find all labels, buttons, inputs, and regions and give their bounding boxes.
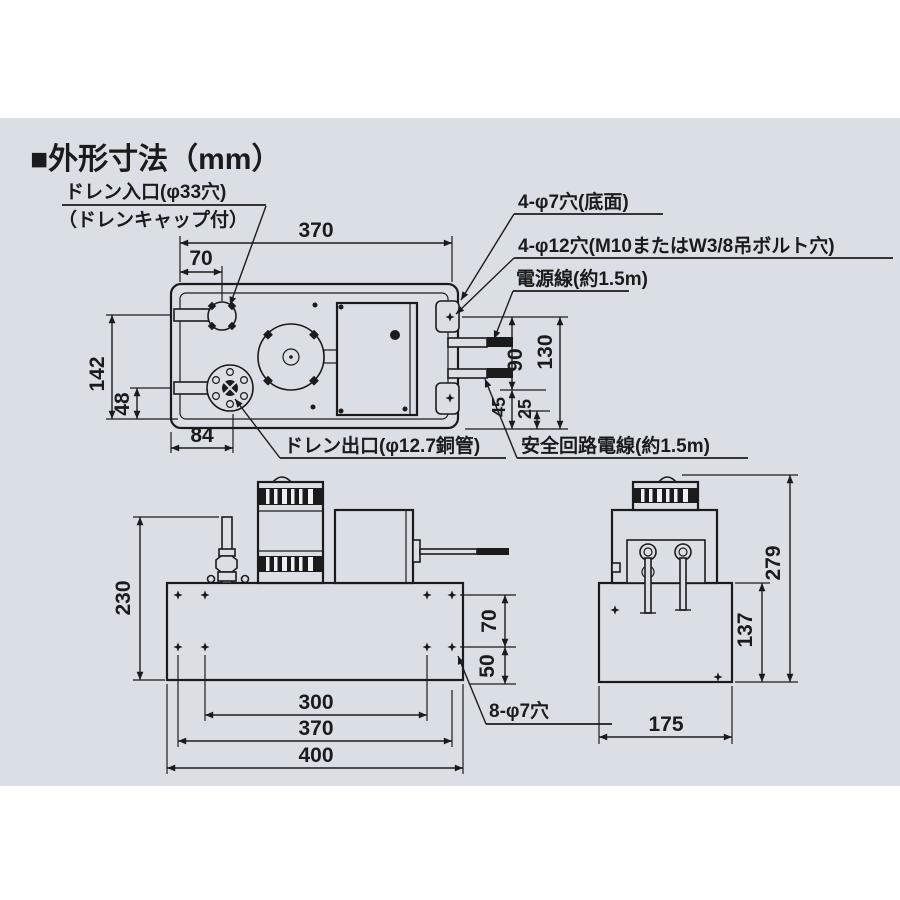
drain-inlet-label-1: ドレン入口(φ33穴): [65, 180, 226, 203]
dim-370-top: 370: [298, 219, 333, 242]
callout-drain-outlet: ドレン出口(φ12.7銅管): [234, 398, 506, 459]
dim-279: 279: [762, 545, 785, 580]
bottom-holes-label: 4-φ7穴(底面): [518, 190, 629, 213]
dimensions-top: 370 70 142 48 84 90 130 45 25: [86, 219, 568, 453]
motor-front: [256, 476, 325, 585]
pump-head-side: [610, 508, 719, 585]
control-box-top: [335, 301, 419, 417]
pump-top: [257, 323, 325, 391]
dim-370-front: 370: [298, 717, 333, 740]
dim-70-front: 70: [478, 609, 501, 632]
dim-400: 400: [298, 744, 333, 767]
safety-cable-label: 安全回路電線(約1.5m): [521, 434, 710, 457]
dim-48: 48: [111, 392, 134, 416]
dim-300: 300: [298, 691, 333, 714]
front-holes-label: 8-φ7穴: [489, 699, 549, 722]
dimensions-front: 230 300 370 400 70 50: [112, 516, 516, 774]
power-cable-label: 電源線(約1.5m): [516, 267, 648, 290]
inlet-pipe-stub: [173, 308, 211, 322]
dim-90: 90: [504, 348, 527, 371]
callout-drain-inlet: ドレン入口(φ33穴) （ドレンキャップ付）: [58, 180, 267, 306]
callout-front-holes: 8-φ7穴: [457, 655, 612, 725]
drain-outlet-label: ドレン出口(φ12.7銅管): [284, 434, 480, 457]
motor-side: [631, 476, 700, 512]
control-box-front: [333, 508, 509, 585]
dim-175: 175: [648, 713, 683, 736]
power-cable-line: [447, 337, 513, 348]
callout-power-cable: 電源線(約1.5m): [493, 267, 648, 340]
dim-130: 130: [534, 334, 557, 369]
side-view: [597, 476, 734, 684]
drain-outlet-top: [206, 364, 254, 412]
dim-50-front: 50: [476, 654, 499, 677]
dim-25: 25: [515, 399, 535, 419]
dim-137: 137: [734, 612, 757, 647]
bolt-holes-label: 4-φ12穴(M10またはW3/8吊ボルト穴): [518, 234, 835, 257]
safety-cable-line: [447, 368, 513, 379]
dim-142: 142: [86, 356, 109, 391]
drain-inlet-label-2: （ドレンキャップ付）: [58, 208, 248, 231]
power-cable-front: [477, 548, 509, 555]
outlet-pipe-stub: [173, 381, 211, 395]
drain-pipe-front: [206, 516, 250, 584]
pipes-side: [640, 557, 691, 614]
callout-safety-cable: 安全回路電線(約1.5m): [484, 378, 748, 459]
top-view: [169, 282, 513, 430]
dimensions-side: 279 137 175: [598, 474, 798, 744]
callout-bottom-holes: 4-φ7穴(底面): [460, 190, 663, 301]
dim-70-top: 70: [189, 247, 212, 270]
dim-230: 230: [112, 580, 135, 615]
callout-bolt-holes: 4-φ12穴(M10またはW3/8吊ボルト穴): [455, 234, 893, 315]
front-view: [165, 476, 509, 682]
dim-84: 84: [190, 424, 214, 447]
page-title: ■外形寸法（mm）: [30, 142, 281, 176]
drain-inlet-top: [207, 301, 237, 331]
